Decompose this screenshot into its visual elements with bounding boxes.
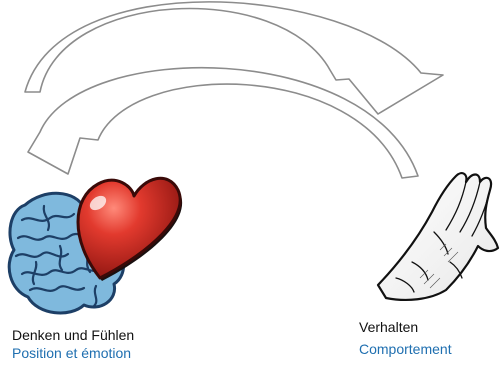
- right-label-german: Verhalten: [359, 318, 418, 336]
- hand-icon: [378, 173, 498, 300]
- right-label-french: Comportement: [359, 340, 452, 358]
- left-label-german: Denken und Fühlen: [12, 326, 134, 344]
- heart-icon: [78, 178, 182, 281]
- left-label-french: Position et émotion: [12, 344, 131, 362]
